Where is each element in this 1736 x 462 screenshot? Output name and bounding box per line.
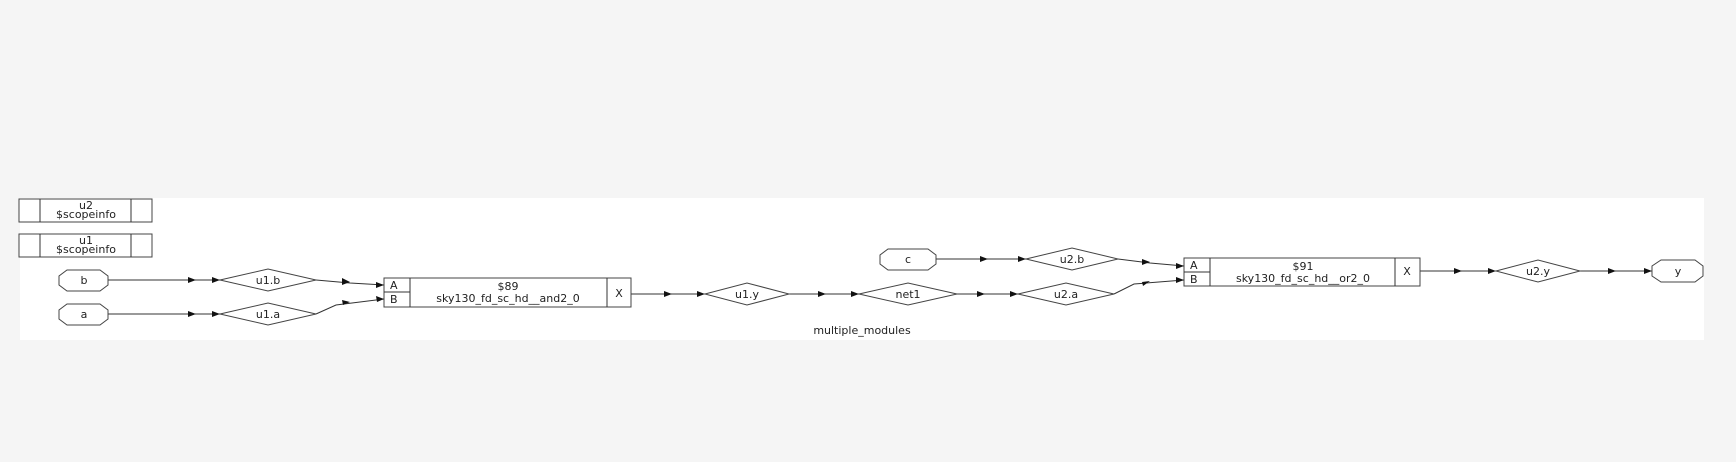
port-b[interactable]: b <box>58 269 109 292</box>
net-label: u2.b <box>1060 253 1084 266</box>
scopeinfo-cell-u1[interactable]: u1 $scopeinfo <box>18 233 153 258</box>
scopeinfo-name: u1 <box>79 234 93 247</box>
port-c[interactable]: c <box>879 248 937 271</box>
pin-out-label: X <box>1403 265 1411 278</box>
cell-and2[interactable]: A B $89 sky130_fd_sc_hd__and2_0 X <box>383 277 632 308</box>
net-label: u1.b <box>256 274 280 287</box>
port-y[interactable]: y <box>1651 259 1704 283</box>
scopeinfo-type: $scopeinfo <box>56 243 116 256</box>
net-u2-b[interactable]: u2.b <box>1025 247 1119 271</box>
cell-id: $91 <box>1293 260 1314 273</box>
net-u1-b[interactable]: u1.b <box>219 268 317 292</box>
port-label: a <box>81 308 88 321</box>
net-net1[interactable]: net1 <box>858 282 958 306</box>
pin-b-label: B <box>390 293 398 306</box>
port-label: y <box>1675 265 1682 278</box>
pin-a-label: A <box>1190 259 1198 272</box>
net-label: net1 <box>895 288 920 301</box>
scopeinfo-name: u2 <box>79 199 93 212</box>
scopeinfo-type: $scopeinfo <box>56 208 116 221</box>
diagram-caption: multiple_modules <box>813 324 911 337</box>
port-label: b <box>81 274 88 287</box>
net-u2-a[interactable]: u2.a <box>1017 282 1115 306</box>
net-label: u1.a <box>256 308 280 321</box>
port-a[interactable]: a <box>58 303 109 326</box>
arrowheads <box>188 256 1652 317</box>
cell-type: sky130_fd_sc_hd__and2_0 <box>436 292 580 305</box>
pin-out-label: X <box>615 287 623 300</box>
cell-or2[interactable]: A B $91 sky130_fd_sc_hd__or2_0 X <box>1183 257 1421 287</box>
net-u1-y[interactable]: u1.y <box>703 282 791 306</box>
net-label: u2.a <box>1054 288 1078 301</box>
net-label: u1.y <box>735 288 759 301</box>
pin-b-label: B <box>1190 273 1198 286</box>
cell-type: sky130_fd_sc_hd__or2_0 <box>1236 272 1370 285</box>
net-u2-y[interactable]: u2.y <box>1494 259 1582 283</box>
scopeinfo-cell-u2[interactable]: u2 $scopeinfo <box>18 198 153 223</box>
net-label: u2.y <box>1526 265 1550 278</box>
port-label: c <box>905 253 911 266</box>
cell-id: $89 <box>498 280 519 293</box>
net-u1-a[interactable]: u1.a <box>219 302 317 326</box>
pin-a-label: A <box>390 279 398 292</box>
